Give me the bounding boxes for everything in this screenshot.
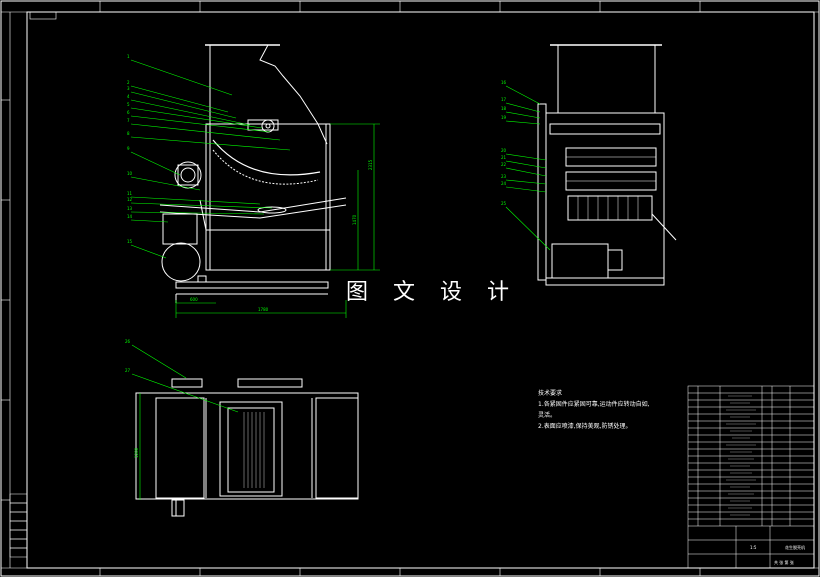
front-leaders (130, 59, 291, 259)
fan-wheel (161, 242, 201, 282)
title-block-name: 花生脱壳机 (785, 545, 805, 550)
front-dim-text: 2315 1470 1780 600 (190, 159, 373, 312)
side-leader-label-22: 22 (501, 162, 507, 167)
plan-hopper (219, 401, 283, 497)
side-leader-label-20: 20 (501, 148, 507, 153)
side-leader-label-23: 23 (501, 174, 507, 179)
front-leader-label-1: 1 (127, 54, 130, 59)
dim-front-lower: 1470 (352, 214, 357, 225)
side-leader-label-25: 25 (501, 201, 507, 206)
title-block-scale: 1:5 (750, 545, 757, 550)
side-leader-label-16: 16 (501, 80, 507, 85)
side-leader-label-24: 24 (501, 181, 507, 186)
plan-leader-label-26: 26 (125, 339, 131, 344)
front-leader-label-10: 10 (127, 171, 133, 176)
front-dimensions (175, 123, 380, 318)
side-leader-label-19: 19 (501, 115, 507, 120)
front-leader-label-15: 15 (127, 239, 133, 244)
parts-list-fill (726, 395, 756, 516)
front-leader-label-14: 14 (127, 214, 133, 219)
left-strip-boxes (9, 493, 28, 558)
front-leader-label-7: 7 (127, 118, 130, 123)
front-leader-label-3: 3 (127, 86, 130, 91)
front-leader-label-13: 13 (127, 206, 133, 211)
side-leader-label-17: 17 (501, 97, 507, 102)
plan-pulley (171, 378, 203, 388)
front-leader-label-6: 6 (127, 110, 130, 115)
plan-leader-label-27: 27 (125, 368, 131, 373)
watermark-text: 图 文 设 计 (346, 280, 518, 305)
title-block-sheet: 共 张 第 张 (774, 560, 794, 565)
parts-list (687, 385, 815, 569)
front-leader-label-11: 11 (127, 191, 133, 196)
front-leader-label-9: 9 (127, 146, 130, 151)
notes-title: 技术要求 (538, 390, 563, 397)
dim-plan-depth: 1200 (134, 447, 139, 458)
technical-notes: 技术要求 1.各紧固件应紧固可靠,运动件应转动自如, 灵活。 2.表面应喷漆,保… (538, 388, 668, 432)
notes-line-3: 2.表面应喷漆,保持美观,防锈处理。 (538, 423, 632, 430)
side-screen (567, 195, 653, 221)
notes-line-1: 1.各紧固件应紧固可靠,运动件应转动自如, (538, 401, 650, 408)
front-view (159, 44, 347, 303)
dim-front-width: 1780 (258, 307, 269, 312)
front-leader-label-2: 2 (127, 80, 130, 85)
front-leader-label-4: 4 (127, 94, 130, 99)
plan-leaders (131, 344, 239, 413)
notes-line-2: 灵活。 (538, 412, 557, 419)
top-left-stamp (29, 11, 57, 20)
front-leader-label-8: 8 (127, 131, 130, 136)
front-leader-label-12: 12 (127, 197, 133, 202)
dim-front-base: 600 (190, 297, 198, 302)
side-leader-label-18: 18 (501, 106, 507, 111)
base-rail (175, 281, 329, 289)
shelling-drum (212, 139, 321, 176)
plan-view (135, 378, 359, 517)
side-leader-label-21: 21 (501, 155, 507, 160)
side-leaders (505, 85, 551, 251)
hopper (210, 44, 328, 145)
dim-front-height: 2315 (368, 159, 373, 170)
front-leader-label-5: 5 (127, 102, 130, 107)
